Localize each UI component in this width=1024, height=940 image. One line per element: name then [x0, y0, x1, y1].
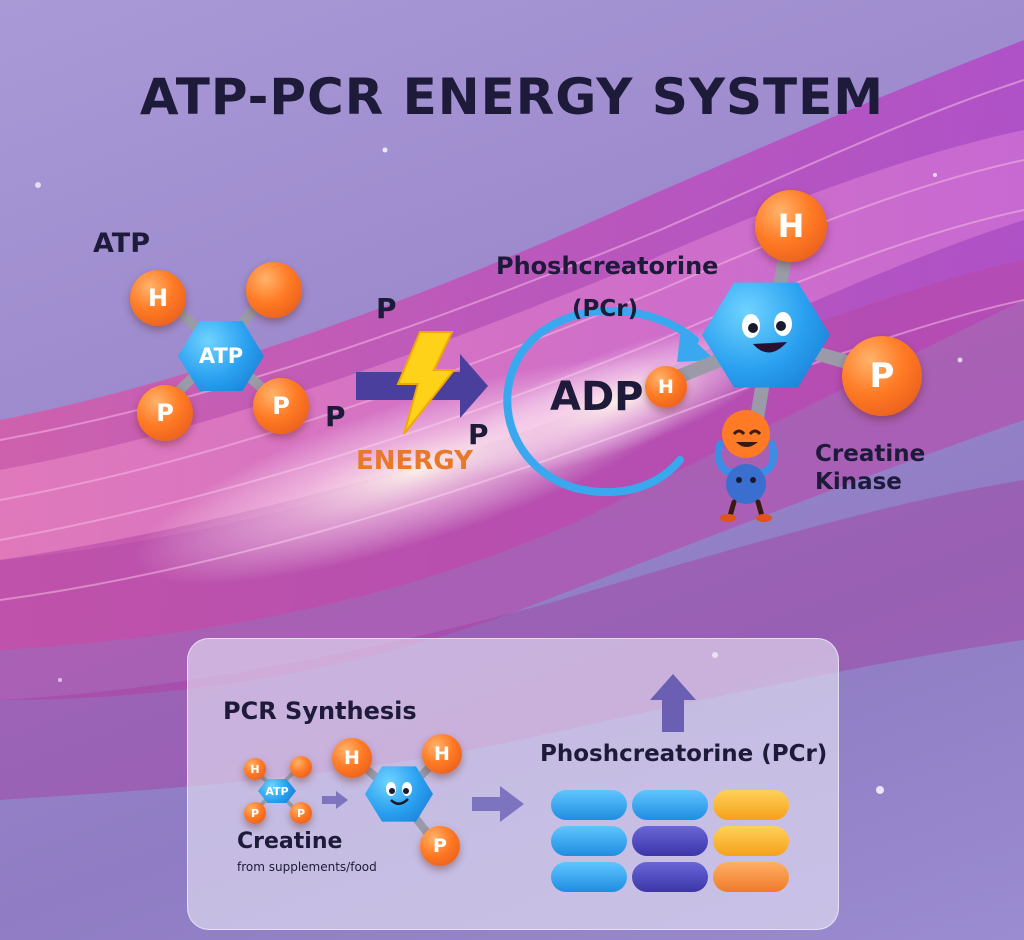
energy-label: ENERGY — [356, 446, 473, 476]
creatine-kinase-character-icon — [715, 410, 777, 522]
pcr-store-pill — [551, 790, 627, 820]
page-title: ATP-PCR ENERGY SYSTEM — [139, 68, 885, 126]
enzyme-label: Creatine Kinase — [815, 441, 926, 495]
atp-label: ATP — [93, 228, 151, 259]
pcr-atom-p: P — [842, 336, 922, 416]
mini-atp-core: ATP — [258, 779, 296, 803]
creatine-label: Creatine — [237, 829, 343, 854]
cycle-arrow-icon — [503, 306, 715, 497]
pcr-atom-h-small: H — [645, 366, 687, 408]
pcr-store-pill — [632, 862, 708, 892]
mini-pcr-atom-p: P — [420, 826, 460, 866]
creatine-source-label: from supplements/food — [237, 860, 377, 874]
mini-arrow-icon — [322, 791, 348, 809]
mini-atp-atom-p2: P — [290, 802, 312, 824]
phosphate-label-3: P — [468, 418, 489, 451]
mini-atp-atom-h: H — [244, 758, 266, 780]
mini-atp-atom-p1: P — [244, 802, 266, 824]
atp-atom-h: H — [130, 270, 186, 326]
atp-atom-p1: P — [137, 385, 193, 441]
pcr-store-pill — [551, 826, 627, 856]
lightning-bolt-icon — [396, 331, 457, 435]
phosphate-label-2: P — [325, 400, 346, 433]
cycle-center-label: ADP — [550, 374, 644, 420]
pcr-store-pill — [713, 862, 789, 892]
pcr-store-pill — [632, 790, 708, 820]
mini-pcr-atom-h2: H — [422, 734, 462, 774]
up-arrow-icon — [650, 674, 696, 732]
pcr-store-pill — [713, 790, 789, 820]
mini-atp-core-label: ATP — [265, 784, 289, 798]
synthesis-arrow-icon — [472, 786, 524, 822]
atp-core-label: ATP — [198, 344, 244, 368]
store-label: Phoshcreatorine (PCr) — [540, 741, 828, 767]
mini-pcr-atom-h1: H — [332, 738, 372, 778]
phosphate-label-1: P — [376, 292, 397, 325]
pcr-atom-h: H — [755, 190, 827, 262]
mini-smiley-face-icon — [386, 782, 412, 805]
cycle-name: Phoshcreatorine — [496, 252, 719, 280]
cycle-abbr: (PCr) — [572, 296, 639, 322]
atp-atom-blank — [246, 262, 302, 318]
mini-atp-atom-blank — [290, 756, 312, 778]
smiley-face-icon — [742, 312, 792, 353]
pcr-store-pill — [551, 862, 627, 892]
atp-atom-p2: P — [253, 378, 309, 434]
synthesis-heading: PCR Synthesis — [223, 697, 417, 725]
pcr-store-pill — [713, 826, 789, 856]
pcr-store-pill — [632, 826, 708, 856]
